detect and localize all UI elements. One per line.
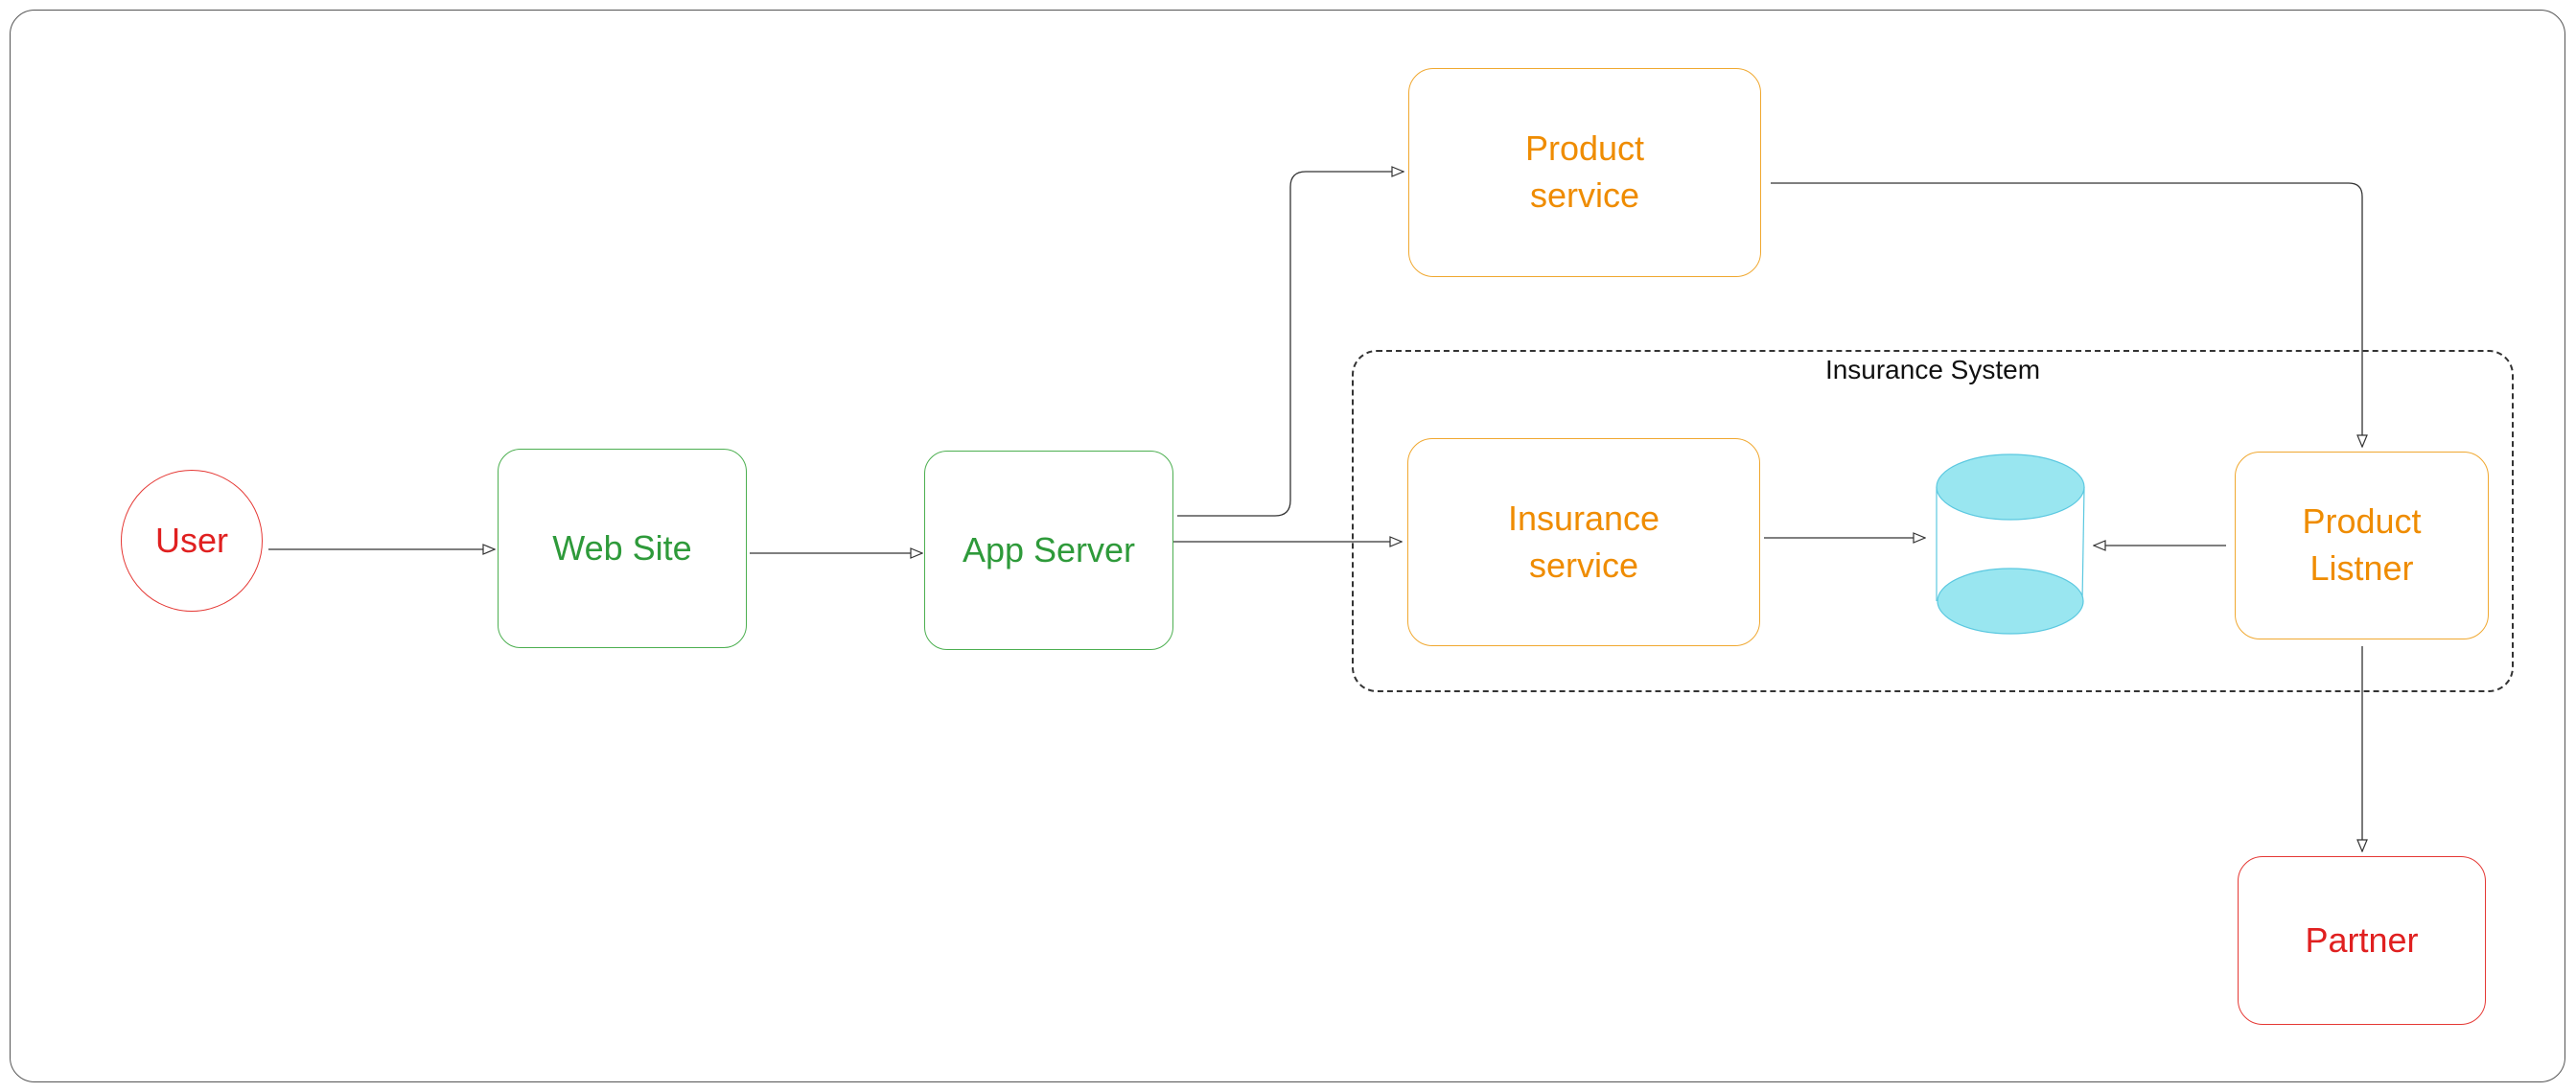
website-label: Web Site [552, 527, 692, 568]
product-listener-node[interactable]: Product Listner [2235, 452, 2489, 639]
user-label: User [154, 520, 228, 560]
product-service-node[interactable]: Product service [1408, 68, 1761, 277]
product-listener-label: Product Listner [2302, 501, 2422, 588]
app-server-label: App Server [962, 529, 1136, 569]
insurance-system-label: Insurance System [1824, 355, 2041, 384]
insurance-service-label: Insurance service [1507, 498, 1660, 585]
partner-node[interactable]: Partner [2238, 856, 2486, 1025]
diagram-frame [10, 10, 2565, 1082]
user-node[interactable]: User [121, 470, 263, 612]
edge-productservice-listener [1771, 182, 2362, 447]
product-service-label: Product service [1524, 128, 1645, 215]
app-server-node[interactable]: App Server [924, 451, 1173, 650]
database-icon[interactable] [1936, 453, 2085, 635]
partner-label: Partner [2305, 919, 2419, 960]
insurance-system-group[interactable] [1352, 350, 2514, 692]
insurance-service-node[interactable]: Insurance service [1407, 438, 1760, 646]
website-node[interactable]: Web Site [498, 449, 747, 648]
edge-appserver-productservice [1177, 172, 1404, 517]
